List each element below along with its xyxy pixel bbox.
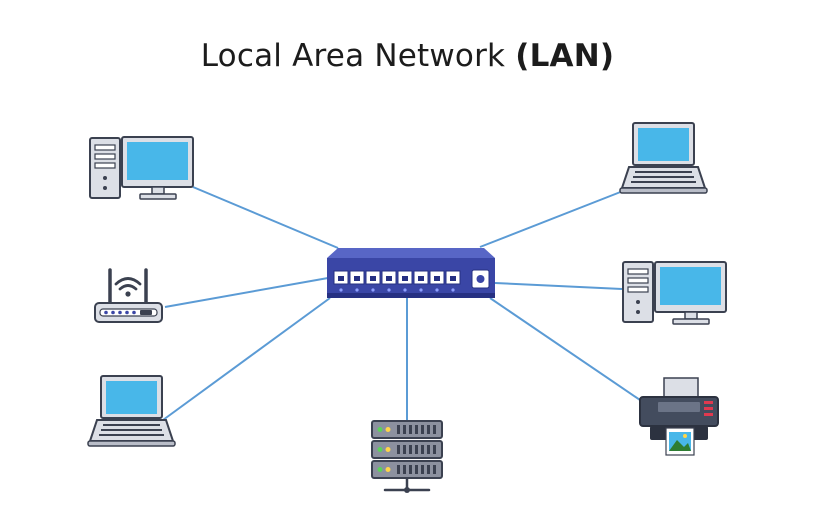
link-laptop-top-right — [479, 190, 624, 248]
link-printer — [489, 297, 641, 401]
link-router — [164, 277, 329, 308]
link-desktop-top-left — [192, 186, 339, 249]
laptop-icon — [619, 122, 708, 194]
printer-icon — [639, 377, 719, 456]
wifi-router-icon — [94, 268, 163, 323]
link-desktop-right — [494, 282, 623, 290]
diagram-title: Local Area Network (LAN) — [0, 38, 815, 74]
laptop-icon — [87, 375, 176, 447]
network-switch-icon — [327, 248, 495, 298]
connections — [162, 186, 641, 421]
link-laptop-bottom-left — [162, 297, 331, 421]
title-bold: (LAN) — [515, 38, 615, 74]
desktop-computer-icon — [89, 136, 194, 200]
title-text: Local Area Network — [200, 38, 516, 74]
desktop-computer-icon — [622, 261, 727, 325]
server-rack-icon — [371, 420, 443, 493]
